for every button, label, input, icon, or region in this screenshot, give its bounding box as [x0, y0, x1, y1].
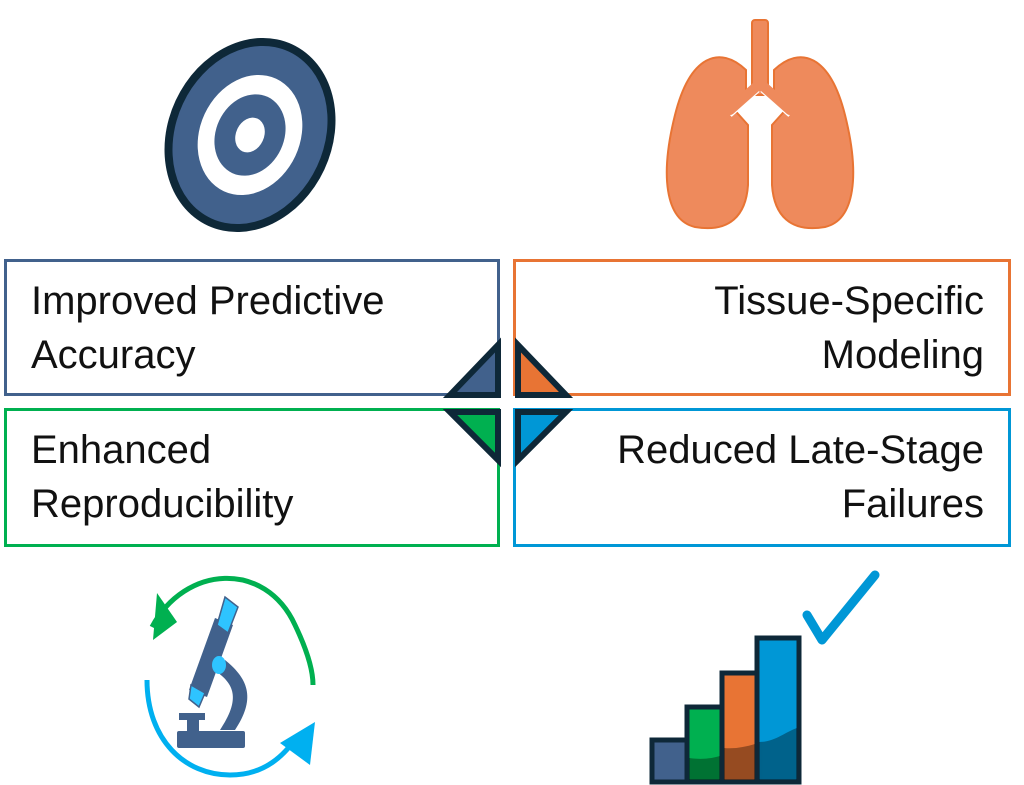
quadrant-title-line1: Reduced Late-Stage	[617, 428, 984, 472]
triangle-green	[442, 409, 501, 468]
quadrant-title-line2: Accuracy	[31, 333, 196, 377]
lungs-icon	[665, 19, 855, 230]
quadrant-title-line1: Improved Predictive	[31, 279, 385, 323]
quadrant-title-line1: Enhanced	[31, 428, 212, 472]
triangle-blue	[442, 337, 501, 398]
triangle-lightblue	[515, 409, 574, 468]
quadrant-title-line1: Tissue-Specific	[714, 279, 984, 323]
bar-chart-check-icon	[649, 570, 880, 785]
target-icon	[164, 37, 336, 233]
triangle-orange	[515, 337, 574, 398]
quadrant-title-line2: Reproducibility	[31, 482, 294, 526]
quadrant-title-line2: Failures	[841, 482, 984, 526]
center-triangles	[442, 337, 574, 468]
microscope-cycle-icon	[144, 575, 316, 778]
quadrant-title-line2: Modeling	[821, 333, 984, 377]
